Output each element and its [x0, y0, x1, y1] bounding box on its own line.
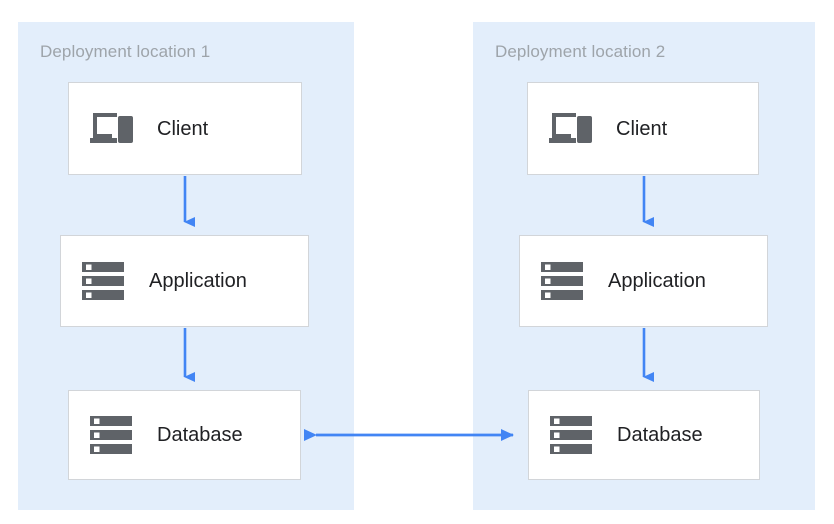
zone-2-label: Deployment location 2 — [495, 42, 666, 61]
node-label: Database — [157, 424, 243, 446]
server-icon — [87, 413, 137, 457]
devices-icon — [546, 107, 596, 151]
node-database-zone-2[interactable]: Database — [528, 390, 760, 480]
server-icon — [547, 413, 597, 457]
node-label: Client — [616, 117, 668, 140]
zone-1-label: Deployment location 1 — [40, 42, 211, 61]
node-application-zone-2[interactable]: Application — [519, 235, 768, 327]
node-label: Client — [157, 117, 209, 140]
node-label: Application — [608, 270, 706, 292]
server-icon — [79, 259, 129, 303]
node-client-zone-2[interactable]: Client — [527, 82, 759, 175]
node-label: Database — [617, 424, 703, 446]
devices-icon — [87, 107, 137, 151]
node-label: Application — [149, 270, 247, 292]
server-icon — [538, 259, 588, 303]
node-database-zone-1[interactable]: Database — [68, 390, 301, 480]
node-application-zone-1[interactable]: Application — [60, 235, 309, 327]
node-client-zone-1[interactable]: Client — [68, 82, 302, 175]
